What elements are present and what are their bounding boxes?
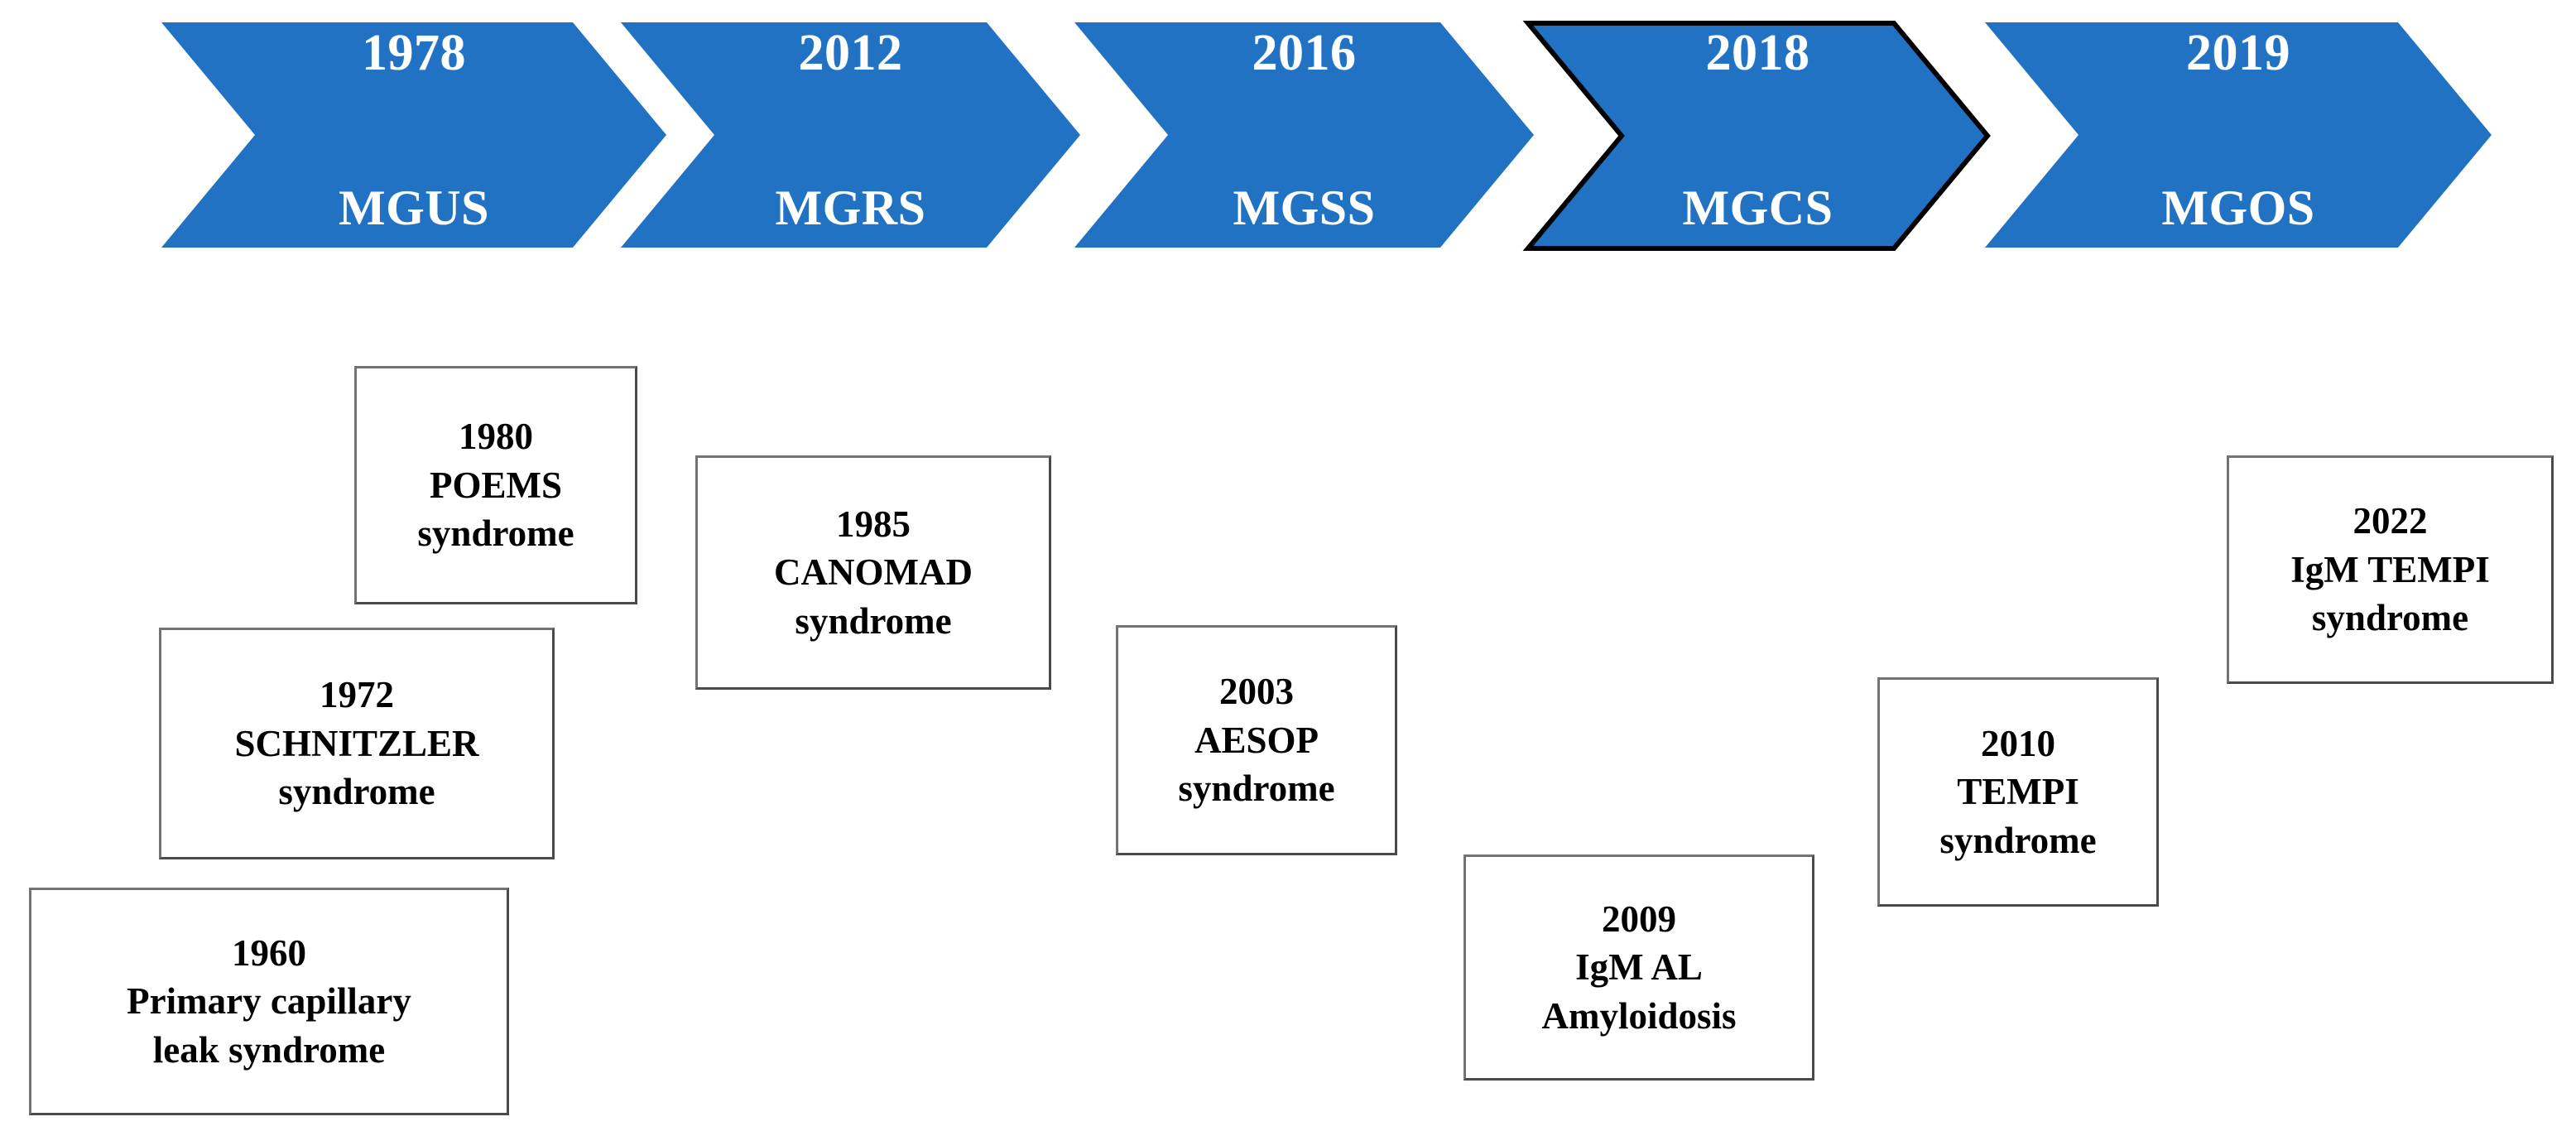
chevron-mgss[interactable]: 2016 MGSS bbox=[1074, 22, 1534, 248]
event-igm-tempi-year: 2022 bbox=[2353, 500, 2428, 542]
event-igm-tempi-line-1: IgM TEMPI bbox=[2290, 548, 2490, 590]
event-igm-al-amyloidosis-year: 2009 bbox=[1602, 898, 1676, 940]
event-schnitzler-line-1: SCHNITZLER bbox=[234, 722, 479, 764]
event-box-canomad[interactable]: 1985 CANOMAD syndrome bbox=[695, 455, 1051, 690]
event-box-igm-tempi[interactable]: 2022 IgM TEMPI syndrome bbox=[2227, 455, 2554, 684]
event-aesop-line-2: syndrome bbox=[1178, 768, 1335, 810]
event-poems-line-2: syndrome bbox=[417, 513, 574, 555]
chevron-mgos-label: MGOS bbox=[2161, 181, 2315, 235]
event-schnitzler-year: 1972 bbox=[320, 674, 394, 716]
event-tempi-line-2: syndrome bbox=[1939, 819, 2097, 861]
event-aesop-year: 2003 bbox=[1219, 671, 1294, 713]
event-aesop-line-1: AESOP bbox=[1194, 719, 1319, 761]
event-igm-tempi-line-2: syndrome bbox=[2311, 597, 2469, 639]
event-canomad-line-2: syndrome bbox=[795, 599, 952, 642]
chevron-mgus-text: 1978 MGUS bbox=[161, 22, 666, 248]
chevron-mgus-year: 1978 bbox=[362, 25, 466, 81]
chevron-mgcs-label: MGCS bbox=[1682, 181, 1833, 235]
chevron-mgrs-label: MGRS bbox=[775, 181, 926, 235]
chevron-mgcs-text: 2018 MGCS bbox=[1528, 22, 1987, 248]
chevron-mgcs-year: 2018 bbox=[1705, 25, 1810, 81]
chevron-mgus-label: MGUS bbox=[339, 181, 489, 235]
chevron-mgcs[interactable]: 2018 MGCS bbox=[1528, 22, 1987, 248]
event-box-schnitzler[interactable]: 1972 SCHNITZLER syndrome bbox=[159, 628, 555, 859]
event-tempi-line-1: TEMPI bbox=[1957, 771, 2079, 813]
chevron-mgus[interactable]: 1978 MGUS bbox=[161, 22, 666, 248]
chevron-mgrs-text: 2012 MGRS bbox=[621, 22, 1080, 248]
event-poems-line-1: POEMS bbox=[429, 464, 562, 506]
event-primary-capillary-leak-line-1: Primary capillary bbox=[127, 980, 411, 1023]
event-primary-capillary-leak-year: 1960 bbox=[232, 931, 306, 974]
event-box-poems[interactable]: 1980 POEMS syndrome bbox=[354, 366, 637, 604]
event-box-primary-capillary-leak[interactable]: 1960 Primary capillary leak syndrome bbox=[29, 888, 509, 1115]
event-igm-al-amyloidosis-line-2: Amyloidosis bbox=[1541, 994, 1737, 1037]
chevron-mgss-label: MGSS bbox=[1233, 181, 1376, 235]
event-primary-capillary-leak-line-2: leak syndrome bbox=[152, 1028, 386, 1071]
event-canomad-year: 1985 bbox=[836, 503, 911, 545]
chevron-mgss-text: 2016 MGSS bbox=[1074, 22, 1534, 248]
chevron-mgrs-year: 2012 bbox=[798, 25, 903, 81]
event-schnitzler-line-2: syndrome bbox=[278, 771, 435, 813]
event-box-tempi[interactable]: 2010 TEMPI syndrome bbox=[1877, 677, 2159, 907]
event-poems-year: 1980 bbox=[459, 416, 533, 458]
event-box-igm-al-amyloidosis[interactable]: 2009 IgM AL Amyloidosis bbox=[1463, 854, 1814, 1081]
chevron-mgss-year: 2016 bbox=[1252, 25, 1357, 81]
event-box-aesop[interactable]: 2003 AESOP syndrome bbox=[1116, 625, 1397, 855]
chevron-mgos[interactable]: 2019 MGOS bbox=[1985, 22, 2492, 248]
event-canomad-line-1: CANOMAD bbox=[774, 551, 973, 594]
chevron-mgos-year: 2019 bbox=[2186, 25, 2290, 81]
event-igm-al-amyloidosis-line-1: IgM AL bbox=[1575, 946, 1703, 989]
chevron-mgrs[interactable]: 2012 MGRS bbox=[621, 22, 1080, 248]
chevron-timeline: 1978 MGUS 2012 MGRS 2016 MGSS 2018 MGCS bbox=[0, 0, 2576, 265]
chevron-mgos-text: 2019 MGOS bbox=[1985, 22, 2492, 248]
event-tempi-year: 2010 bbox=[1981, 722, 2055, 764]
